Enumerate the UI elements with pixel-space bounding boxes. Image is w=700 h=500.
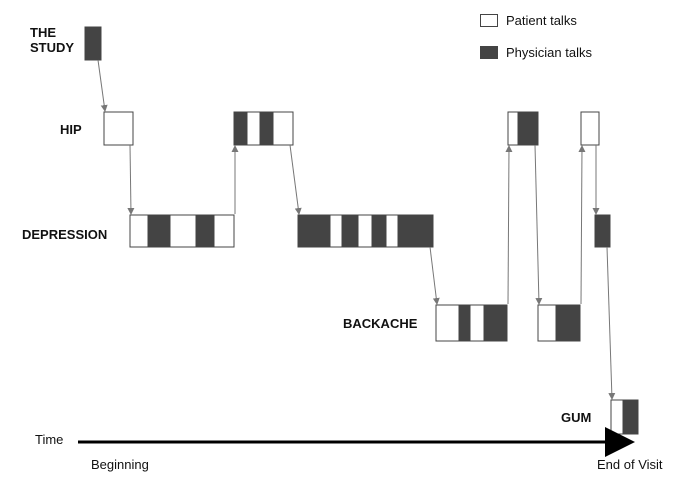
legend-physician-label: Physician talks	[506, 45, 592, 60]
turn-physician-hip	[517, 111, 539, 146]
legend-patient-label: Patient talks	[506, 13, 577, 28]
turn-patient-backache	[537, 304, 557, 342]
turn-segments	[84, 26, 639, 435]
transition-arrow	[127, 144, 135, 215]
legend-physician: Physician talks	[480, 45, 592, 60]
turn-physician-hip	[259, 111, 274, 146]
connectors	[97, 59, 616, 400]
turn-patient-hip	[507, 111, 519, 146]
turn-patient-depression	[329, 214, 343, 248]
turn-patient-depression	[169, 214, 197, 248]
turn-physician-depression	[147, 214, 171, 248]
transition-arrow	[289, 144, 302, 215]
patient-swatch	[480, 14, 498, 27]
topic-label-backache: BACKACHE	[343, 316, 418, 331]
turn-physician-depression	[397, 214, 434, 248]
transition-arrow	[534, 144, 543, 305]
time-label: Time	[35, 432, 64, 447]
turn-patient-backache	[435, 304, 460, 342]
turn-physician-hip	[233, 111, 248, 146]
topic-label-study: THE STUDY	[30, 25, 74, 55]
transition-arrow	[578, 145, 586, 305]
turn-patient-depression	[213, 214, 235, 248]
turn-physician-depression	[594, 214, 611, 248]
transition-arrow	[606, 246, 616, 400]
topic-label-study-line1: THE	[30, 25, 56, 40]
transition-arrow	[429, 246, 440, 305]
turn-physician-backache	[458, 304, 471, 342]
turn-patient-hip	[246, 111, 261, 146]
turn-physician-depression	[371, 214, 387, 248]
axis-end-label: End of Visit	[597, 457, 663, 472]
axis-start-label: Beginning	[91, 457, 149, 472]
topic-label-depression: DEPRESSION	[22, 227, 108, 242]
turn-patient-backache	[469, 304, 485, 342]
turn-physician-depression	[297, 214, 331, 248]
topic-label-gum: GUM	[561, 410, 592, 425]
physician-swatch	[480, 46, 498, 59]
turn-patient-depression	[357, 214, 373, 248]
topic-label-study-line2: STUDY	[30, 40, 75, 55]
legend-patient: Patient talks	[480, 13, 577, 28]
transition-arrow	[505, 145, 513, 305]
turn-physician-backache	[483, 304, 508, 342]
turn-patient-hip	[272, 111, 294, 146]
turn-patient-gum	[610, 399, 624, 435]
turn-patient-hip	[103, 111, 134, 146]
turn-physician-depression	[341, 214, 359, 248]
transition-arrow	[97, 59, 108, 112]
turn-physician-depression	[195, 214, 215, 248]
turn-patient-depression	[385, 214, 399, 248]
turn-physician-gum	[622, 399, 639, 435]
topic-label-hip: HIP	[60, 122, 82, 137]
turn-patient-hip	[580, 111, 600, 146]
turn-patient-depression	[129, 214, 149, 248]
turn-physician-study	[84, 26, 102, 61]
turn-physician-backache	[555, 304, 581, 342]
